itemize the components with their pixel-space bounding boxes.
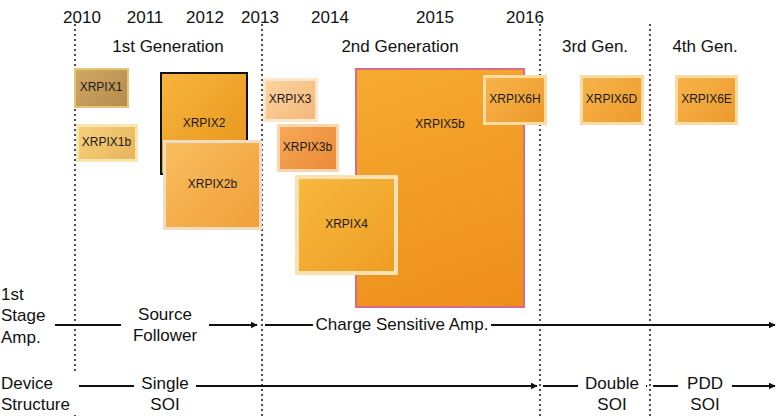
year-label: 2013 — [241, 7, 279, 28]
year-label: 2014 — [311, 7, 349, 28]
period-label: Single SOI — [134, 373, 196, 416]
year-label: 2010 — [63, 7, 101, 28]
chip-name: XRPIX2b — [188, 178, 237, 191]
chip-photo: XRPIX6H — [483, 75, 547, 125]
chip-photo: XRPIX3 — [263, 78, 318, 122]
row-heading: 1st Stage Amp. — [1, 284, 53, 348]
chip-name: XRPIX6H — [489, 93, 540, 106]
chip-name: XRPIX3b — [283, 141, 332, 154]
generation-label: 2nd Generation — [341, 36, 458, 57]
chip-name: XRPIX4 — [325, 218, 368, 231]
chip-photo: XRPIX4 — [295, 175, 398, 275]
year-label: 2015 — [416, 7, 454, 28]
generation-label: 1st Generation — [112, 36, 224, 57]
chip-name: XRPIX6D — [586, 93, 637, 106]
divider-line — [649, 24, 651, 418]
year-label: 2016 — [506, 7, 544, 28]
chip-name: XRPIX1 — [80, 81, 123, 94]
chip-name: XRPIX2 — [183, 117, 226, 130]
year-label: 2012 — [186, 7, 224, 28]
row-heading: Device Structure — [1, 373, 79, 416]
chip-photo: XRPIX1b — [76, 124, 138, 162]
period-label: PDD SOI — [678, 373, 732, 416]
generation-label: 3rd Gen. — [562, 36, 628, 57]
chip-photo: XRPIX3b — [277, 124, 339, 172]
year-label: 2011 — [127, 7, 164, 28]
generation-label: 4th Gen. — [672, 36, 737, 57]
chip-photo: XRPIX6D — [580, 75, 644, 125]
chip-name: XRPIX6E — [681, 93, 732, 106]
period-label: Double SOI — [578, 373, 646, 416]
period-label: Charge Sensitive Amp. — [313, 314, 492, 335]
chip-name: XRPIX3 — [269, 93, 312, 106]
chip-name: XRPIX1b — [82, 136, 131, 149]
period-label: Source Follower — [121, 304, 209, 347]
chip-photo: XRPIX2b — [163, 140, 262, 230]
chip-photo: XRPIX6E — [675, 75, 738, 125]
chip-photo: XRPIX1 — [74, 68, 129, 108]
chip-name: XRPIX5b — [415, 118, 464, 131]
generation-dividers — [75, 24, 650, 418]
